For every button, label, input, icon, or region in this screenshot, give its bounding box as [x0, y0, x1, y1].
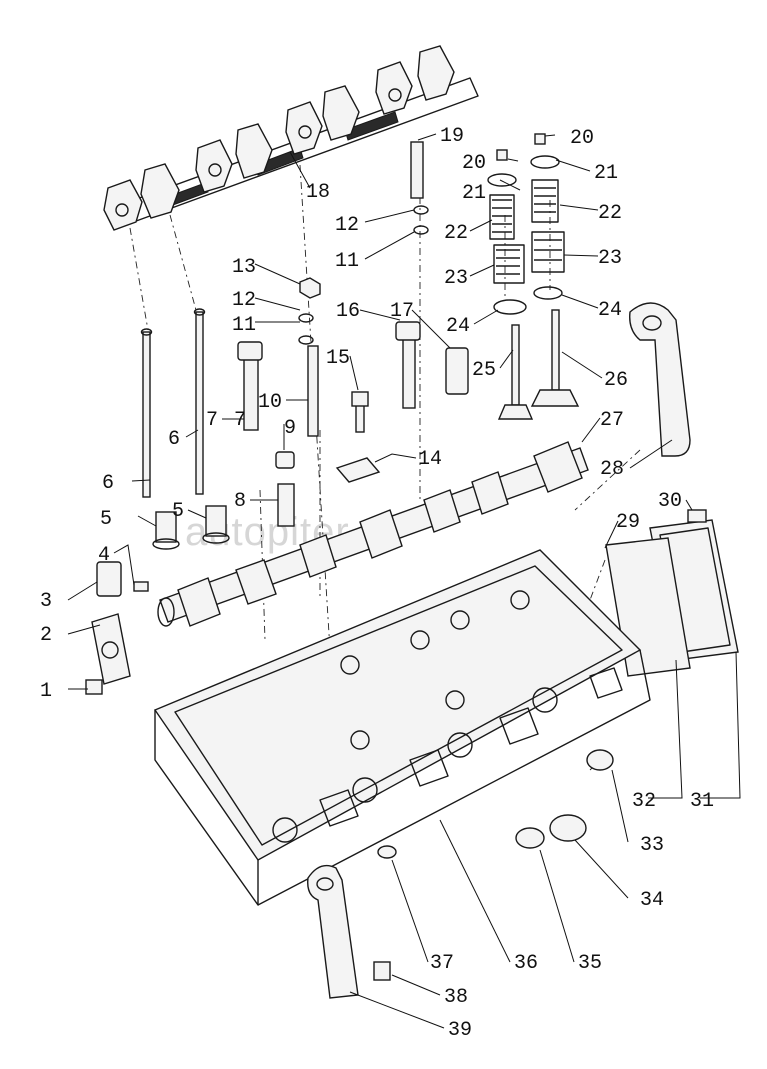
valve-seats [377, 749, 614, 859]
label-11a: 11 [232, 314, 256, 337]
rocker-shaft-assembly [103, 45, 479, 231]
label-12a: 12 [232, 289, 256, 312]
label-5b: 5 [172, 500, 184, 523]
part-30-bolt [687, 509, 707, 523]
label-32: 32 [632, 790, 656, 813]
label-20a: 20 [462, 152, 486, 175]
part-3-cup [96, 561, 122, 597]
label-19: 19 [440, 125, 464, 148]
label-16: 16 [336, 300, 360, 323]
label-28: 28 [600, 458, 624, 481]
label-13: 13 [232, 256, 256, 279]
label-5a: 5 [100, 508, 112, 531]
label-1: 1 [40, 680, 52, 703]
push-rods [140, 308, 206, 498]
label-30: 30 [658, 490, 682, 513]
label-26: 26 [604, 369, 628, 392]
part-1-bolt [85, 679, 103, 695]
label-10: 10 [258, 391, 282, 414]
camshaft [157, 441, 589, 627]
tappets [152, 505, 230, 550]
label-20b: 20 [570, 127, 594, 150]
label-7b: 7 [234, 409, 246, 432]
label-22a: 22 [444, 222, 468, 245]
label-27: 27 [600, 409, 624, 432]
label-39: 39 [448, 1019, 472, 1042]
leader-lines [67, 133, 741, 1029]
label-21b: 21 [594, 162, 618, 185]
label-24b: 24 [598, 299, 622, 322]
label-33: 33 [640, 834, 664, 857]
cylinder-head [153, 549, 651, 906]
label-22b: 22 [598, 202, 622, 225]
label-23b: 23 [598, 247, 622, 270]
label-36: 36 [514, 952, 538, 975]
label-3: 3 [40, 590, 52, 613]
label-38: 38 [444, 986, 468, 1009]
label-17: 17 [390, 300, 414, 323]
label-6a: 6 [102, 472, 114, 495]
label-15: 15 [326, 347, 350, 370]
label-11b: 11 [335, 250, 359, 273]
label-7a: 7 [206, 409, 218, 432]
label-29: 29 [616, 511, 640, 534]
label-6b: 6 [168, 428, 180, 451]
callout-labels: 1 2 3 4 5 5 6 6 7 7 8 9 10 11 11 12 12 1… [40, 125, 714, 1042]
label-37: 37 [430, 952, 454, 975]
label-24a: 24 [446, 315, 470, 338]
label-25: 25 [472, 359, 496, 382]
part-28-bracket [629, 302, 691, 457]
label-2: 2 [40, 624, 52, 647]
valve-assemblies [487, 133, 580, 420]
label-12b: 12 [335, 214, 359, 237]
label-34: 34 [640, 889, 664, 912]
bolts-and-bushings [237, 141, 469, 527]
label-35: 35 [578, 952, 602, 975]
part-4-key [133, 581, 149, 592]
part-38-bolt [373, 961, 391, 981]
label-4: 4 [98, 544, 110, 567]
label-21a: 21 [462, 182, 486, 205]
label-31: 31 [690, 790, 714, 813]
part-2-plate [91, 613, 131, 685]
label-18: 18 [306, 181, 330, 204]
label-14: 14 [418, 448, 442, 471]
label-8: 8 [234, 490, 246, 513]
label-23a: 23 [444, 267, 468, 290]
label-9: 9 [284, 417, 296, 440]
